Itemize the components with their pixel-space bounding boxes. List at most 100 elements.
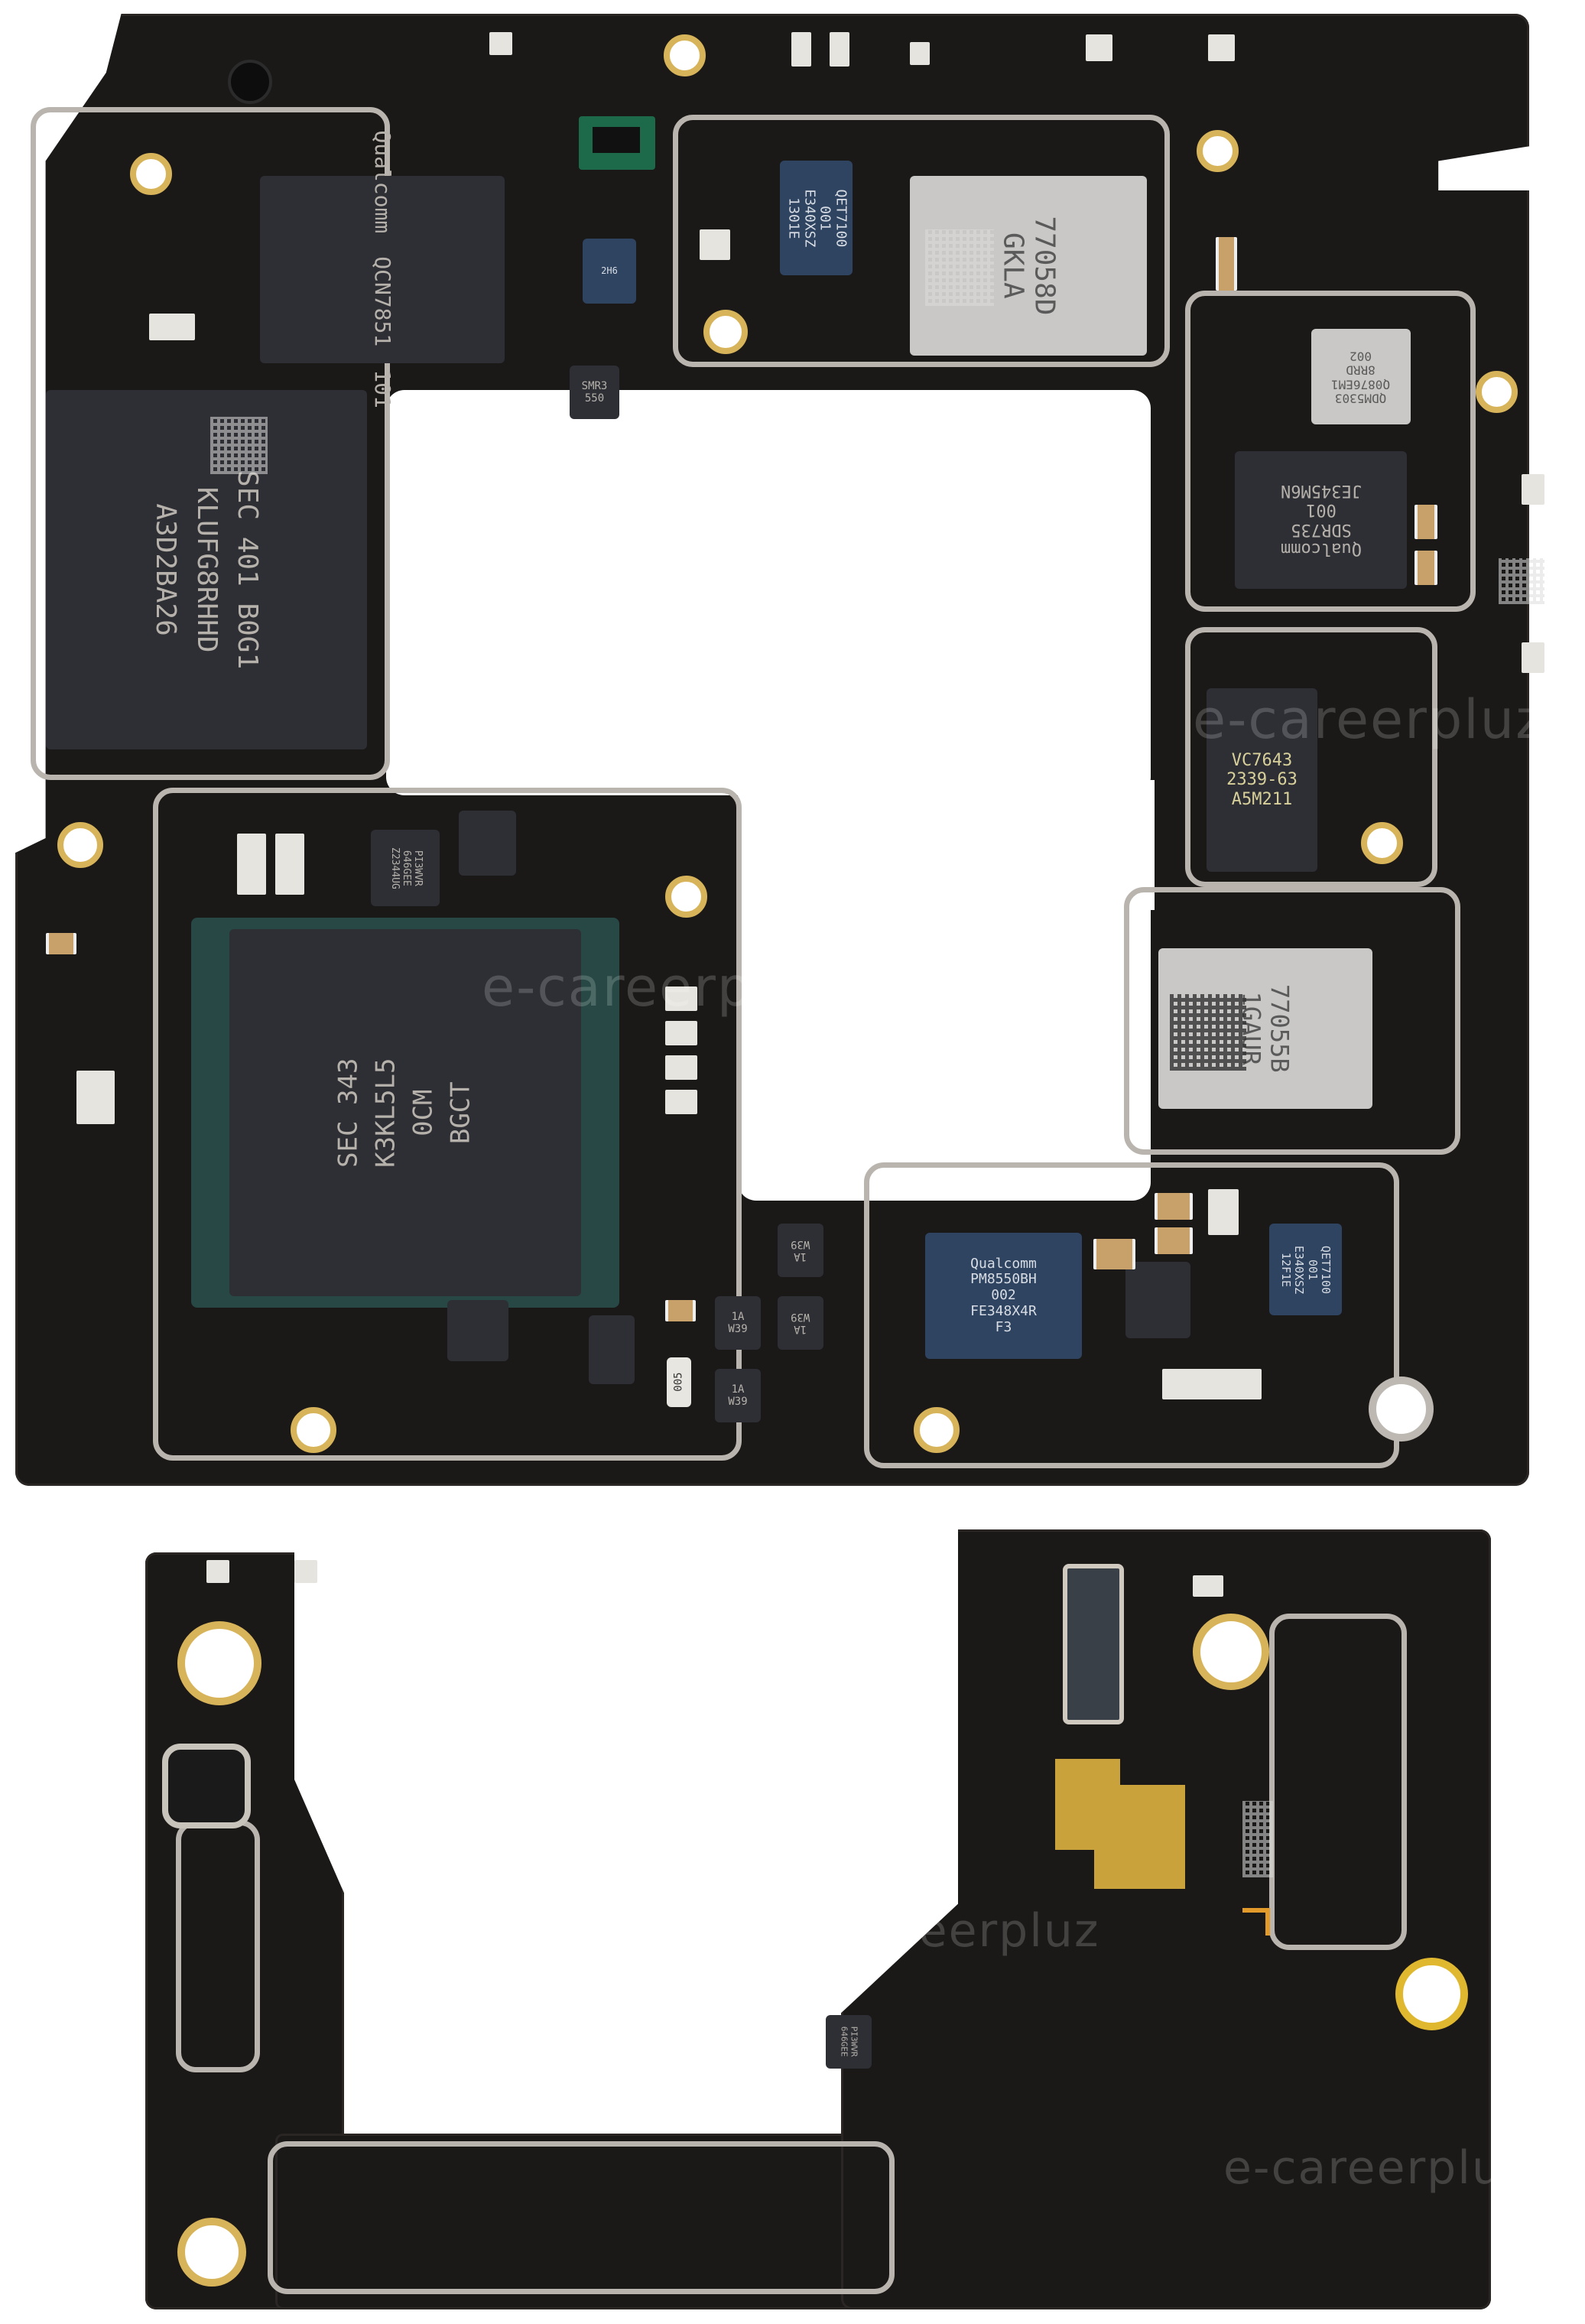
chip-marking: 001 bbox=[1305, 501, 1337, 520]
inductor bbox=[700, 229, 730, 260]
chip-marking: 646GEE bbox=[840, 2027, 849, 2057]
chip-marking: K3KL5L5 bbox=[370, 1058, 401, 1168]
inductor bbox=[665, 1021, 697, 1045]
screw-hole bbox=[1395, 1958, 1468, 2030]
chip-marking: W39 bbox=[728, 1323, 748, 1335]
chip-marking: VC7643 bbox=[1231, 751, 1293, 771]
ic-small bbox=[447, 1300, 508, 1361]
spring-contact bbox=[1208, 34, 1235, 61]
camera-lens-ring bbox=[162, 1744, 251, 1828]
ic-small bbox=[459, 811, 516, 876]
chip-marking: 1A bbox=[794, 1323, 807, 1336]
inductor bbox=[1162, 1369, 1262, 1399]
chip-marking: QET7100 bbox=[1319, 1245, 1333, 1294]
chip-marking: KLUFG8RHHD bbox=[190, 486, 222, 653]
chip-marking: FE348X4R bbox=[970, 1302, 1037, 1319]
inductor bbox=[237, 834, 266, 895]
chip-pm8550bh: Qualcomm PM8550BH 002 FE348X4R F3 bbox=[925, 1233, 1082, 1359]
chip-marking: 1A bbox=[731, 1383, 745, 1396]
chip-marking: PI3WVR bbox=[411, 850, 424, 886]
chip-ufs-storage: SEC 401 B0G1 KLUFG8RHHD A3D2BA26 bbox=[46, 390, 367, 749]
screw-hole bbox=[1369, 1377, 1434, 1442]
datamatrix-code bbox=[1170, 994, 1246, 1071]
chip-marking: 550 bbox=[584, 392, 605, 405]
chip-marking: SEC 401 B0G1 bbox=[232, 470, 264, 670]
screw-hole bbox=[57, 822, 103, 868]
watermark-text: e-careerpluz bbox=[482, 956, 834, 1019]
chip-qet7100-top: QET7100 001 E340XSZ 1301E bbox=[780, 161, 853, 275]
screw-hole bbox=[1197, 130, 1239, 172]
datamatrix-code bbox=[210, 417, 268, 474]
spring-contact bbox=[1522, 474, 1544, 505]
capacitor bbox=[1155, 1193, 1193, 1220]
chip-marking: 101 bbox=[370, 369, 396, 409]
shield-frame bbox=[673, 115, 1170, 367]
spring-contact bbox=[1193, 1575, 1223, 1597]
capacitor bbox=[1414, 505, 1437, 539]
spring-contact bbox=[910, 42, 930, 65]
ic-small bbox=[589, 1315, 635, 1384]
chip-marking: Z2344UG bbox=[388, 847, 401, 889]
screw-hole bbox=[703, 310, 748, 354]
chip-marking: 2339-63 bbox=[1226, 770, 1298, 790]
chip-vc7643: VC7643 2339-63 A5M211 bbox=[1207, 688, 1317, 872]
inductor bbox=[1208, 1189, 1239, 1235]
chip-marking: QET7100 bbox=[832, 189, 849, 247]
chip-marking: 005 bbox=[672, 1372, 685, 1393]
microphone bbox=[228, 60, 272, 104]
screw-hole bbox=[664, 34, 706, 76]
chip-marking: 2H6 bbox=[601, 265, 618, 276]
screw-hole bbox=[291, 1407, 336, 1453]
board-to-board-connector bbox=[1063, 1564, 1124, 1724]
chip-marking: 1301E bbox=[784, 197, 801, 239]
alignment-mark bbox=[1242, 1908, 1270, 1936]
spring-contact bbox=[489, 32, 512, 55]
screw-hole bbox=[1361, 822, 1403, 864]
inductor bbox=[275, 834, 304, 895]
chip-marking: 002 bbox=[991, 1287, 1016, 1304]
shield-frame bbox=[153, 788, 742, 1461]
chip-marking: A5M211 bbox=[1231, 789, 1293, 809]
spring-contact bbox=[1522, 642, 1544, 673]
screw-hole bbox=[914, 1407, 960, 1453]
capacitor bbox=[665, 1300, 696, 1321]
chip-marking: QDM5303 bbox=[1335, 391, 1387, 406]
chip-marking: SDR735 bbox=[1290, 520, 1352, 540]
chip-marking: F3 bbox=[995, 1318, 1012, 1335]
shield-frame bbox=[1185, 291, 1476, 612]
chip-marking: 77055B bbox=[1265, 984, 1294, 1073]
chip-marking: 1A bbox=[794, 1250, 807, 1263]
chip-marking: SMR3 bbox=[581, 379, 608, 392]
shield-frame bbox=[176, 1820, 260, 2072]
chip-sdr735: Qualcomm SDR735 001 JE345M6N bbox=[1235, 451, 1407, 589]
watermark-text: e-careerpluz bbox=[795, 1904, 1100, 1958]
chip-marking: GKLA bbox=[996, 232, 1028, 299]
spring-contact bbox=[1086, 34, 1112, 61]
datamatrix-code bbox=[925, 229, 994, 306]
board-cutout bbox=[386, 390, 1151, 795]
chip-lpddr-dram: SEC 343 K3KL5L5 0CM BGCT bbox=[229, 929, 581, 1296]
chip-marking: 8RRD bbox=[1346, 362, 1376, 378]
chip-qdm5303: QDM5303 Q0876EM1 8RRD 002 bbox=[1311, 329, 1411, 424]
chip-marking: E340XSZ bbox=[801, 189, 817, 247]
shield-frame bbox=[1269, 1614, 1407, 1950]
datamatrix-code bbox=[1499, 558, 1544, 604]
chip-marking: 002 bbox=[1350, 349, 1372, 364]
board-cutout-right-notch bbox=[1139, 780, 1155, 910]
camera-sensor-module bbox=[579, 116, 655, 170]
chip-qcn7851: Qualcomm QCN7851 101 bbox=[260, 131, 505, 408]
board-cutout-lower bbox=[738, 788, 1151, 1201]
chip-smr3: SMR3 550 bbox=[570, 366, 619, 419]
chip-marking: 1A bbox=[731, 1310, 745, 1323]
chip-marking: JE345M6N bbox=[1280, 481, 1362, 501]
shield-frame bbox=[31, 107, 390, 780]
shield-frame bbox=[1124, 887, 1460, 1155]
resistor-005: 005 bbox=[667, 1357, 691, 1407]
spring-contact bbox=[206, 1560, 229, 1583]
screw-hole bbox=[1193, 1614, 1269, 1690]
shield-frame bbox=[268, 2141, 895, 2294]
screw-hole bbox=[665, 876, 707, 918]
